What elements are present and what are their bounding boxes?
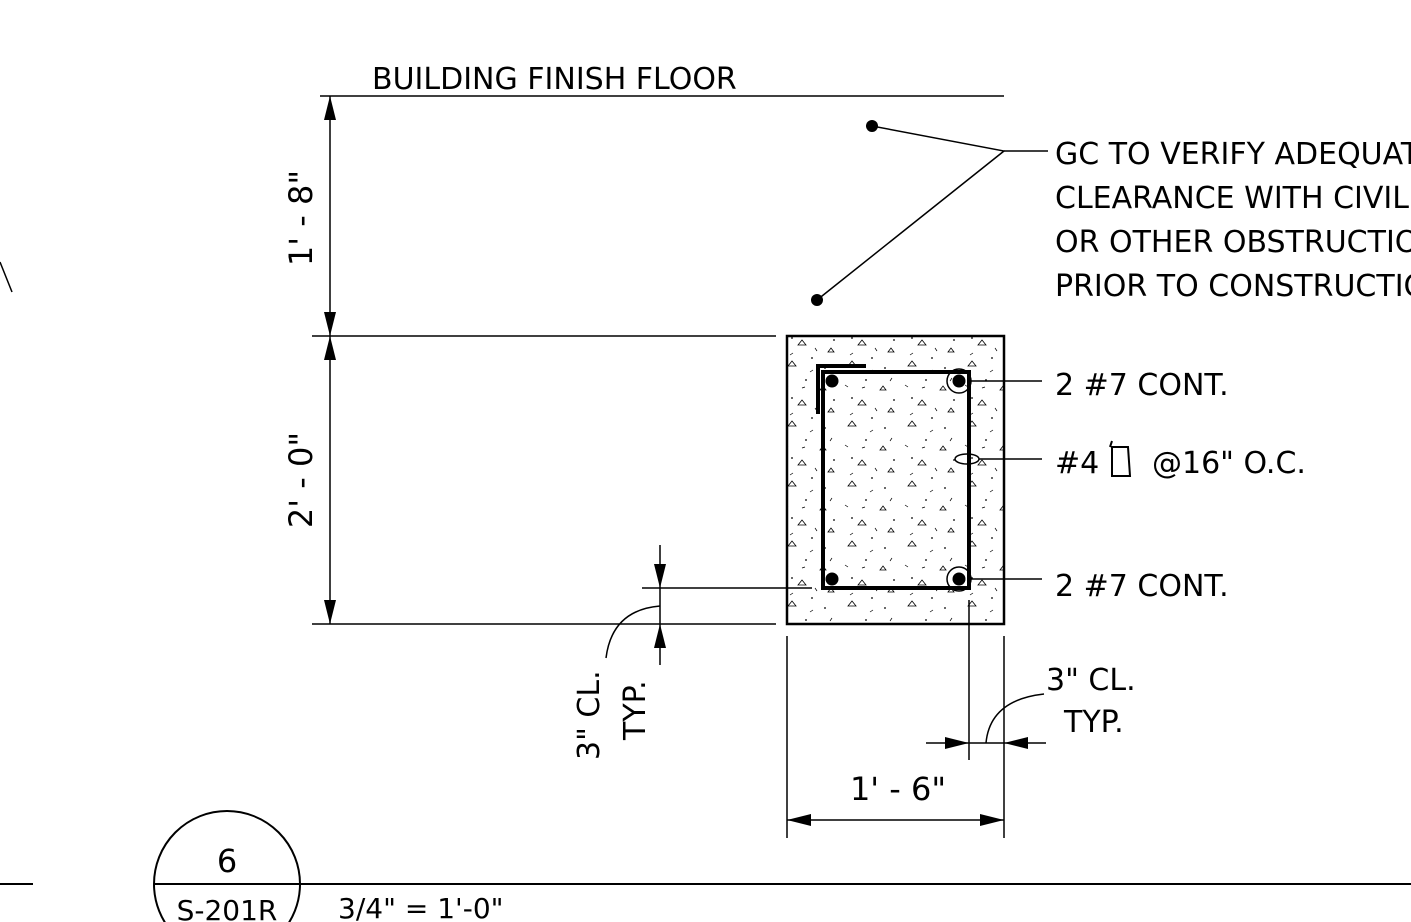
cover-right-label-1: 3" CL. <box>1046 663 1136 698</box>
stirrup-symbol-icon <box>1109 440 1132 477</box>
drawing-scale: 3/4" = 1'-0" <box>338 892 504 922</box>
bottom-bars-label: 2 #7 CONT. <box>1055 569 1229 604</box>
cover-right-label-2: TYP. <box>1063 705 1124 740</box>
bottom-bar-right <box>952 572 966 586</box>
width-arrow-right <box>980 814 1004 826</box>
stirrup-tie <box>821 370 971 590</box>
note-leader-line <box>816 125 1006 301</box>
cover-left-leader <box>605 605 661 659</box>
dim-arrow-mid-down <box>324 336 336 360</box>
right-cover-leader <box>985 693 1045 744</box>
dimension-upper: 1' - 8" <box>282 170 320 266</box>
dim-arrow-top <box>324 96 336 120</box>
cover-arrow-down <box>654 564 666 588</box>
stirrup-label: #4 <box>1055 446 1099 481</box>
bottom-bar-left <box>825 572 839 586</box>
stirrup-spacing-label: @16" O.C. <box>1152 446 1306 481</box>
detail-number: 6 <box>217 842 237 880</box>
top-bar-right <box>952 374 966 388</box>
note-line-4: PRIOR TO CONSTRUCTION <box>1055 269 1411 304</box>
dimension-width: 1' - 6" <box>850 770 946 808</box>
width-arrow-left <box>787 814 811 826</box>
right-cover-arrow-left <box>945 737 969 749</box>
stirrup-hook <box>816 364 866 414</box>
cover-left-label-2: TYP. <box>618 680 653 741</box>
top-bars-label: 2 #7 CONT. <box>1055 368 1229 403</box>
note-line-1: GC TO VERIFY ADEQUATE <box>1055 137 1411 172</box>
note-line-2: CLEARANCE WITH CIVIL <box>1055 181 1409 216</box>
dim-arrow-mid-up <box>324 312 336 336</box>
finish-floor-label: BUILDING FINISH FLOOR <box>372 62 737 97</box>
dimension-lower: 2' - 0" <box>282 432 320 528</box>
dim-arrow-bottom <box>324 600 336 624</box>
right-cover-arrow-right <box>1004 737 1028 749</box>
sheet-reference: S-201R <box>177 894 278 922</box>
cover-arrow-up <box>654 624 666 648</box>
cover-left-label-1: 3" CL. <box>572 670 607 760</box>
edge-mark-line <box>0 261 13 293</box>
note-line-3: OR OTHER OBSTRUCTIONS <box>1055 225 1411 260</box>
top-bar-left <box>825 374 839 388</box>
